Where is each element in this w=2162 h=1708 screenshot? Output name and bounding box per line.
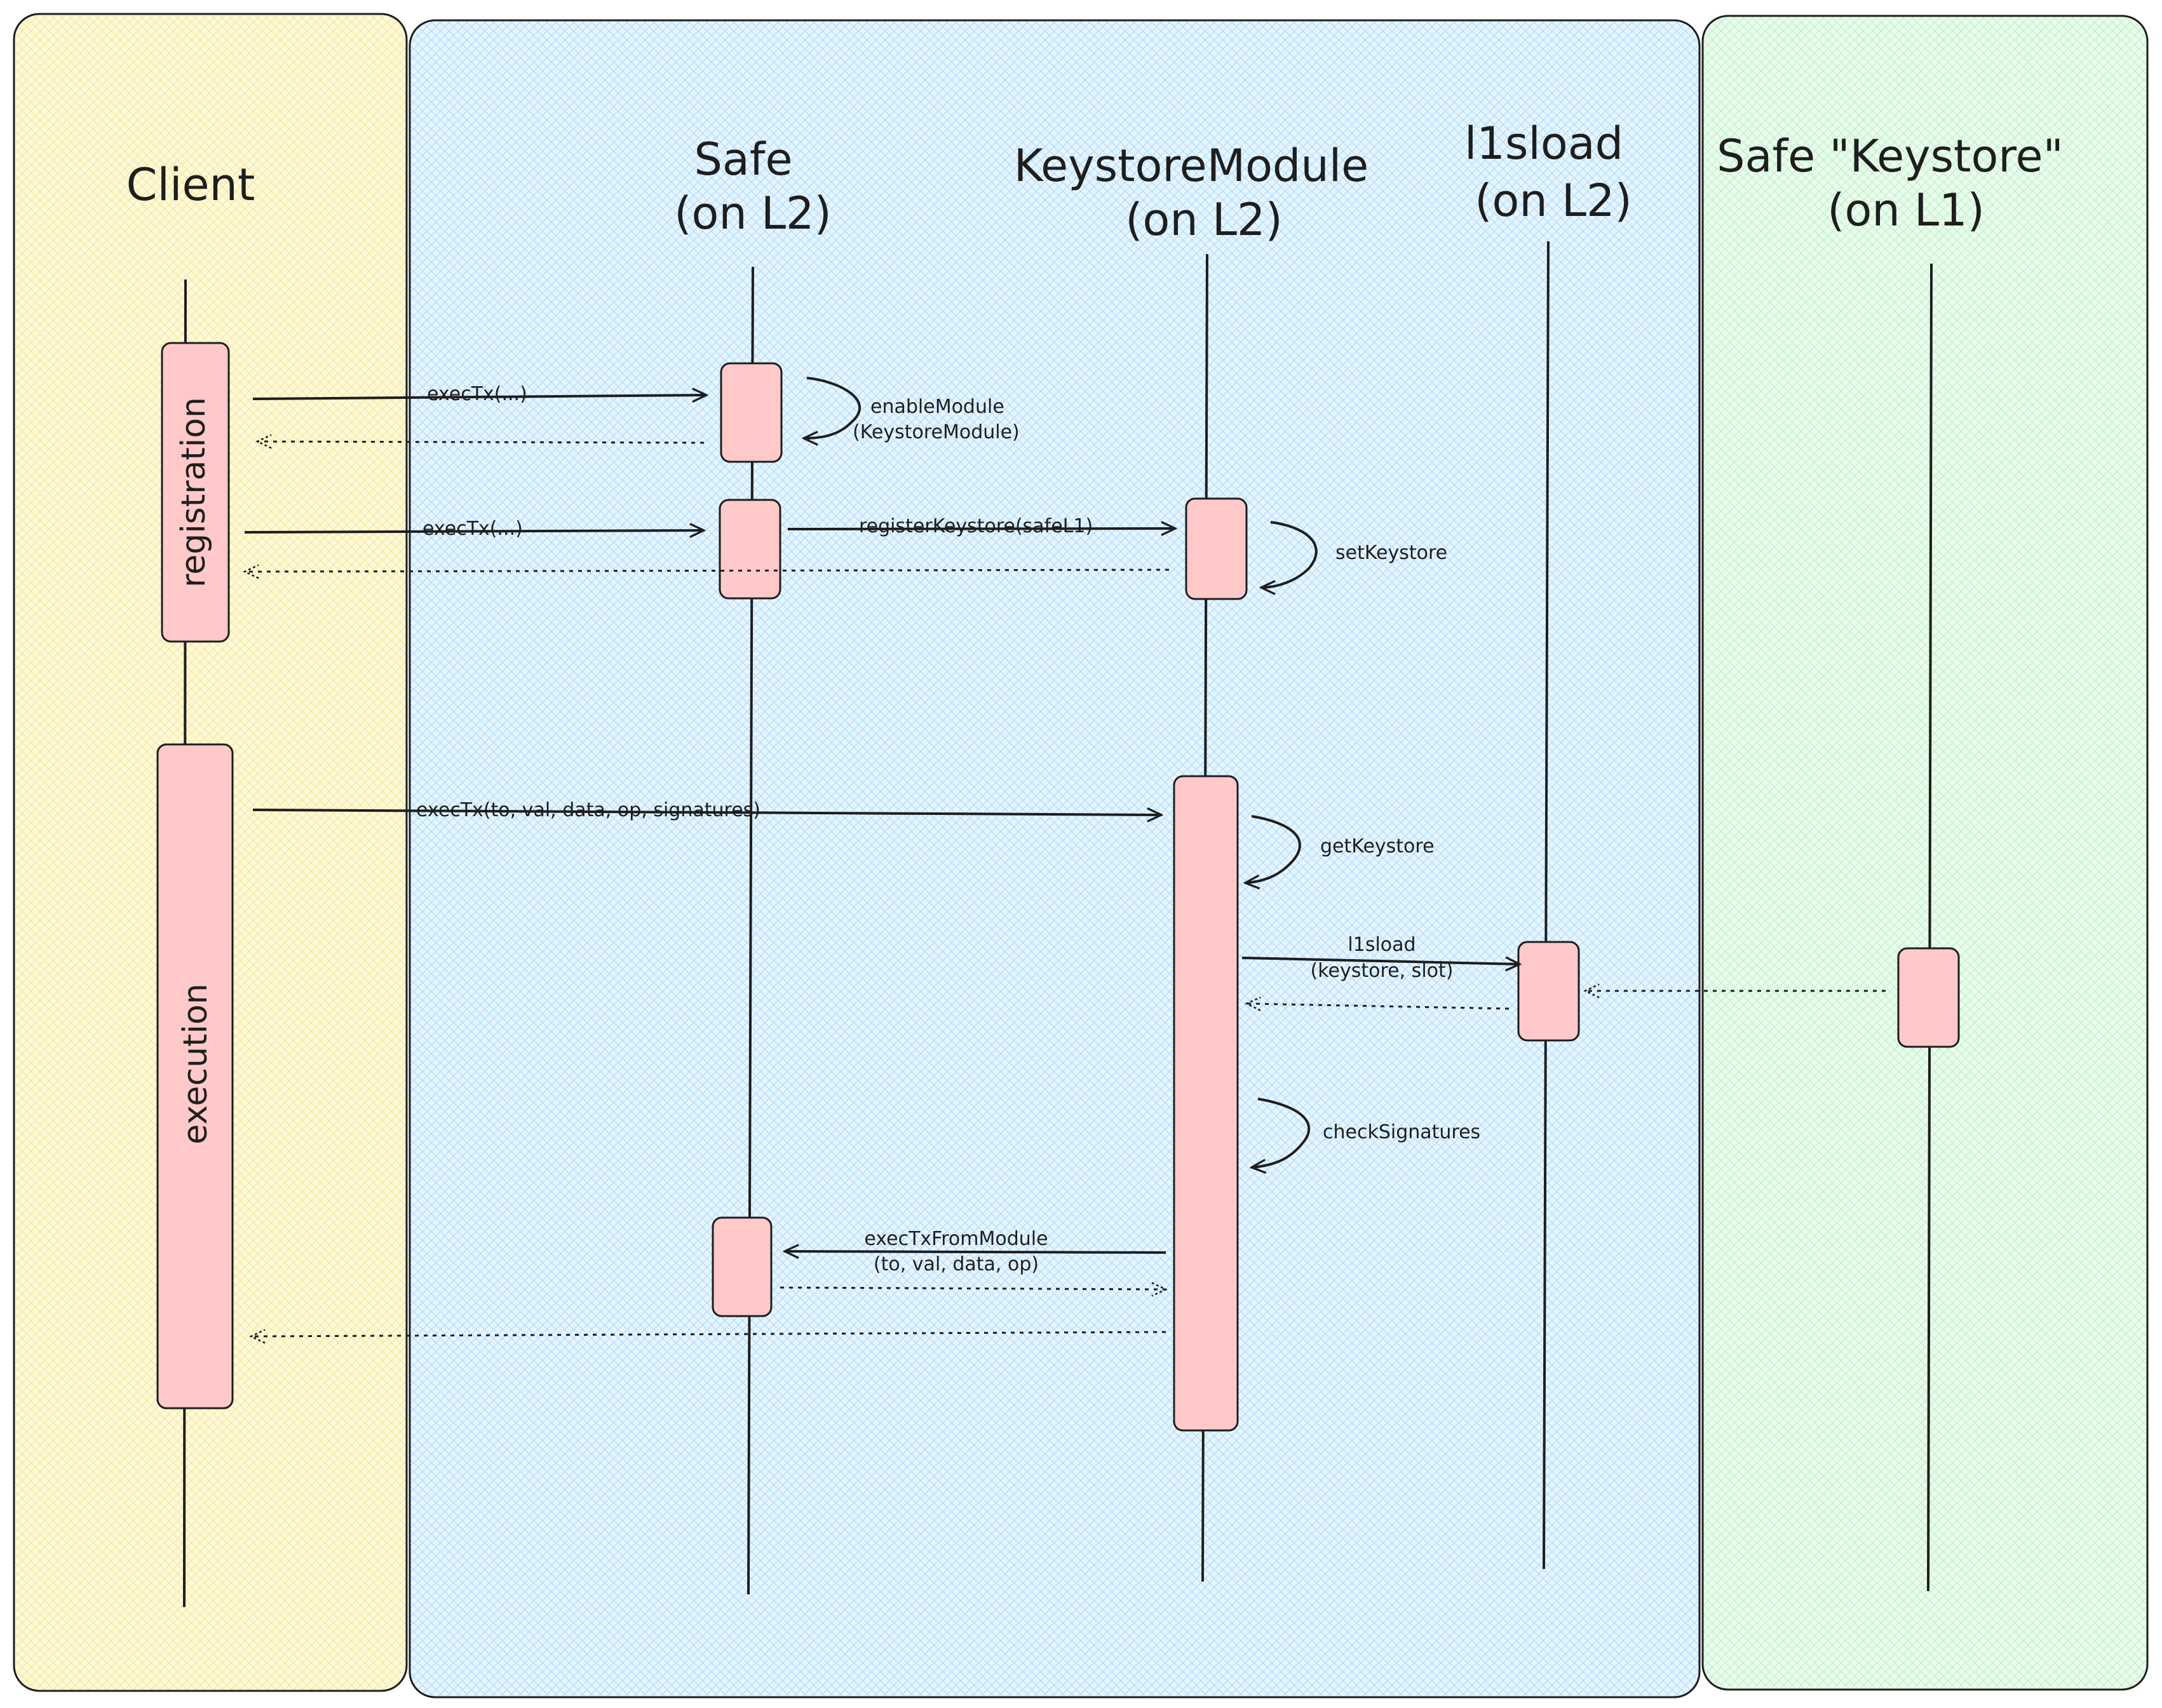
registration-phase-bar	[161, 342, 230, 643]
msg-enable-module-sublabel: (KeystoreModule)	[853, 421, 1020, 443]
safe-activation-enable	[720, 362, 783, 463]
execution-phase-label: execution	[177, 983, 215, 1144]
msg-get-keystore-label: getKeystore	[1320, 835, 1435, 857]
registration-phase-label: registration	[175, 397, 213, 588]
msg-exec-from-module-label: execTxFromModule	[864, 1228, 1048, 1250]
safe-activation-register	[719, 499, 781, 600]
msg-l1sload-arrow	[1241, 958, 1520, 964]
participant-keystore-module-sublabel: (on L2)	[1125, 194, 1283, 246]
participant-l1sload-label: l1sload	[1464, 118, 1623, 170]
msg-exectx-full-arrow	[252, 810, 1161, 815]
l1sload-activation	[1517, 941, 1580, 1042]
safe-keystore-lifeline	[1927, 263, 1933, 1592]
msg-set-keystore-arrow	[1261, 521, 1318, 588]
msg-exectx-1-arrow	[252, 395, 706, 399]
msg-exectx-2-label: execTx(...)	[422, 518, 523, 540]
msg-enable-module-label: enableModule	[870, 396, 1004, 418]
participant-safe-keystore-sublabel: (on L1)	[1827, 184, 1985, 236]
msg-l1sload-label: l1sload	[1348, 934, 1415, 956]
msg-set-keystore-label: setKeystore	[1335, 542, 1447, 564]
safe-activation-exec-from-module	[712, 1216, 773, 1317]
participant-client-label: Client	[126, 159, 255, 211]
msg-exectx-1-label: execTx(...)	[427, 383, 527, 405]
msg-get-keystore-arrow	[1245, 815, 1301, 883]
msg-check-signatures-arrow	[1252, 1098, 1311, 1167]
safe-lifeline	[747, 266, 754, 1595]
msg-register-keystore-label: registerKeystore(safeL1)	[859, 515, 1093, 537]
keystore-module-activation-execute	[1173, 775, 1239, 1432]
msg-enable-module-arrow	[804, 377, 861, 438]
msg-exec-from-module-arrow	[785, 1251, 1166, 1253]
safe-keystore-activation	[1897, 947, 1960, 1048]
participant-safe-sublabel: (on L2)	[674, 187, 832, 239]
msg-exectx-1-return	[257, 441, 705, 443]
msg-exectx-2-return	[245, 570, 1170, 572]
msg-register-keystore-arrow	[787, 528, 1175, 529]
participant-l1sload-sublabel: (on L2)	[1475, 175, 1632, 227]
msg-exectx-full-label: execTx(to, val, data, op, signatures)	[416, 799, 760, 821]
msg-l1sload-sublabel: (keystore, slot)	[1311, 960, 1454, 982]
msg-exec-from-module-sublabel: (to, val, data, op)	[874, 1253, 1039, 1275]
msg-exec-from-module-return	[780, 1288, 1166, 1289]
execution-phase-bar	[156, 743, 234, 1409]
l1sload-lifeline	[1543, 241, 1550, 1570]
keystore-module-activation-register	[1185, 497, 1248, 600]
msg-check-signatures-label: checkSignatures	[1323, 1121, 1480, 1143]
participant-safe-keystore-label: Safe "Keystore"	[1717, 130, 2064, 182]
l1-lane	[1701, 15, 2149, 1691]
msg-final-return	[251, 1332, 1166, 1336]
msg-exectx-2-arrow	[244, 530, 704, 532]
participant-keystore-module-label: KeystoreModule	[1014, 140, 1369, 192]
l2-lane	[409, 19, 1701, 1698]
participant-safe-label: Safe	[694, 133, 792, 185]
